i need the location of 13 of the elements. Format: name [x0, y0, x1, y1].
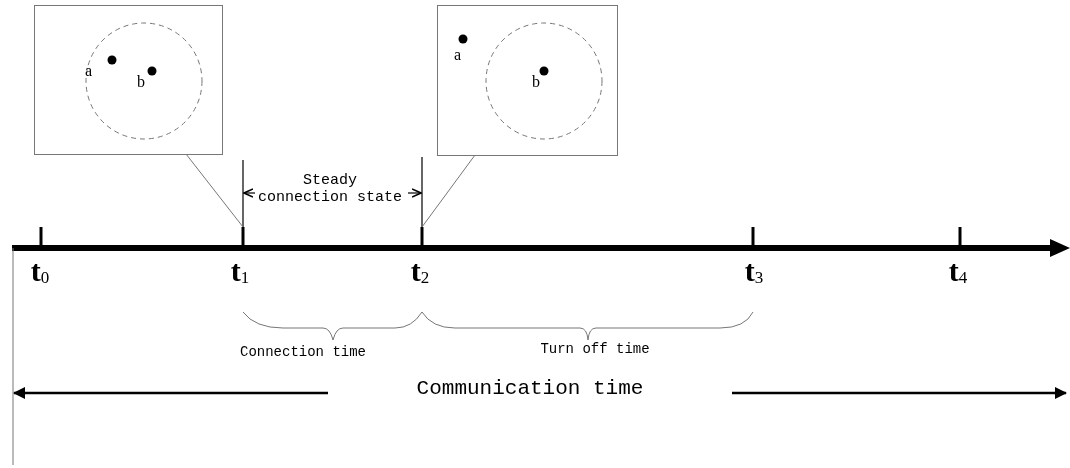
- time-label: t$_{2}$: [410, 256, 430, 286]
- time-label: t$_{3}$: [744, 256, 764, 286]
- inset-panel: [34, 5, 223, 155]
- point-label: a: [454, 47, 462, 63]
- point-label: b: [137, 74, 145, 90]
- inset-panel: [437, 5, 618, 156]
- time-label: t$_{0}$: [30, 256, 50, 286]
- point-label: b: [532, 74, 540, 90]
- leader-line: [185, 153, 244, 228]
- point-label: a: [85, 63, 93, 79]
- time-label: t$_{4}$: [948, 256, 968, 286]
- time-label: t$_{1}$: [230, 256, 250, 286]
- leader-line: [421, 154, 476, 228]
